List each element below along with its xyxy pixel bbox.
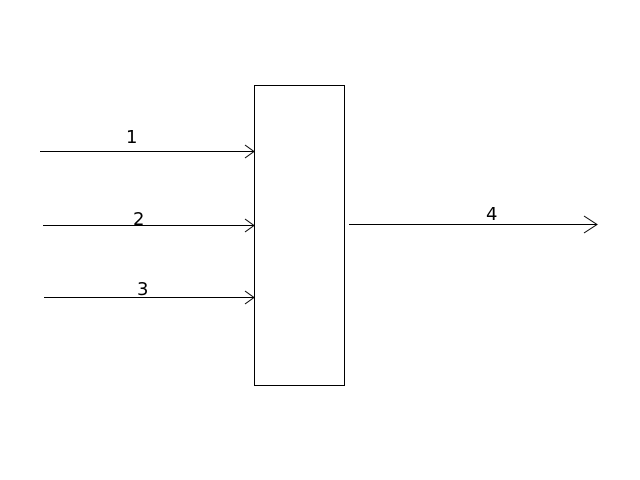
- output-stream-4: 4: [349, 204, 598, 234]
- input-stream-2-arrowhead: [244, 218, 255, 233]
- process-block: [254, 85, 345, 386]
- input-stream-2: 2: [43, 209, 255, 233]
- input-stream-3-label: 3: [137, 279, 148, 300]
- input-stream-1-arrowhead: [244, 144, 255, 159]
- output-stream-4-arrowhead: [583, 215, 598, 234]
- input-stream-1-label: 1: [126, 127, 137, 148]
- input-stream-3: 3: [44, 279, 255, 305]
- input-stream-1: 1: [40, 127, 255, 159]
- input-stream-2-label: 2: [133, 209, 144, 230]
- output-stream-4-label: 4: [486, 204, 497, 225]
- input-stream-3-arrowhead: [244, 290, 255, 305]
